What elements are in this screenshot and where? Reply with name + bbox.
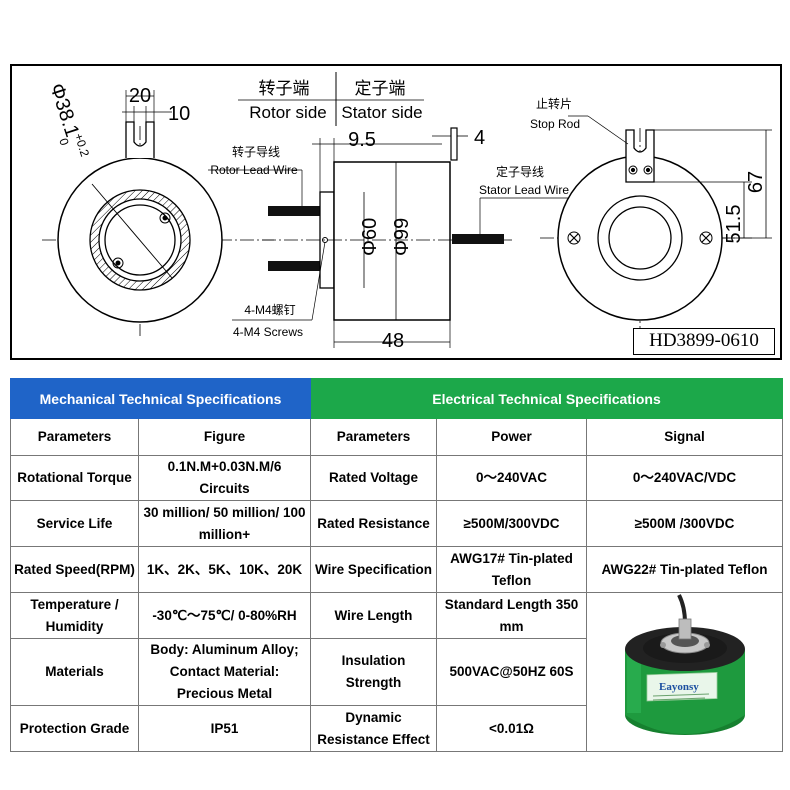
elec-param: Wire Length [310,592,437,639]
slip-ring-photo: Eayonsy [625,594,745,735]
rotor-side-en: Rotor side [249,103,326,122]
col-header-parameters-2: Parameters [310,418,437,456]
signal-value: 0～240VAC/VDC [585,455,784,501]
side-view [208,127,568,348]
dim-phi-60: Φ60 [359,218,381,256]
power-value: Standard Length 350 mm [436,592,587,639]
dim-phi-99: Φ99 [391,218,413,256]
mech-value: Body: Aluminum Alloy; Contact Material: … [138,638,311,706]
product-photo: Eayonsy [585,592,784,752]
power-value: <0.01Ω [436,705,587,752]
table-row: Materials Body: Aluminum Alloy; Contact … [10,638,783,706]
mech-param: Temperature / Humidity [10,592,139,639]
elec-param: Rated Voltage [310,455,437,501]
col-header-figure: Figure [138,418,311,456]
table-row: Temperature / Humidity -30℃～75℃/ 0-80%RH… [10,592,784,752]
col-header-parameters: Parameters [10,418,139,456]
right-view [540,115,772,336]
stop-rod-zh: 止转片 [536,96,572,111]
mech-param: Rated Speed(RPM) [10,546,139,593]
power-value: 0～240VAC [436,455,587,501]
mech-value: 30 million/ 50 million/ 100 million+ [138,500,311,547]
left-view [42,90,274,336]
dim-4: 4 [474,127,485,149]
model-number: HD3899-0610 [633,328,775,355]
dim-20: 20 [129,85,151,107]
power-value: ≥500M/300VDC [436,500,587,547]
drawing-svg: 20 10 Φ38.1 +0.2 0 转子端 Rotor side 定子端 St… [42,72,772,352]
stator-side-en: Stator side [341,103,422,122]
elec-spec-title: Electrical Technical Specifications [309,378,784,419]
dim-67: 67 [745,171,767,193]
stator-side-zh: 定子端 [355,79,406,98]
rotor-lead-zh: 转子导线 [232,144,280,159]
table-title-row: Mechanical Technical Specifications Elec… [10,378,784,419]
mech-spec-title: Mechanical Technical Specifications [10,378,311,419]
signal-value: AWG22# Tin-plated Teflon [585,546,784,593]
dim-9-5: 9.5 [348,129,376,151]
mech-value: -30℃～75℃/ 0-80%RH [138,592,311,639]
dim-10: 10 [168,103,190,125]
mech-param: Materials [10,638,139,706]
table-row: Service Life 30 million/ 50 million/ 100… [10,500,784,547]
technical-drawing: 20 10 Φ38.1 +0.2 0 转子端 Rotor side 定子端 St… [10,64,782,360]
col-header-power: Power [436,418,587,456]
dim-48: 48 [382,330,404,352]
screws-zh: 4-M4螺钉 [244,303,295,317]
dim-tol-zero: 0 [56,136,71,147]
stator-lead-en: Stator Lead Wire [479,183,569,197]
mech-param: Service Life [10,500,139,547]
rotor-side-zh: 转子端 [259,79,310,98]
mech-param: Protection Grade [10,705,139,752]
elec-param: Rated Resistance [310,500,437,547]
mech-value: 0.1N.M+0.03N.M/6 Circuits [138,455,311,501]
dim-dia-38: Φ38.1 [45,81,83,140]
power-value: 500VAC@50HZ 60S [436,638,587,706]
table-row: Rated Speed(RPM) 1K、2K、5K、10K、20K Wire S… [10,546,784,593]
dim-51-5: 51.5 [723,205,745,244]
spec-table: Mechanical Technical Specifications Elec… [10,378,784,752]
photo-brand-label: Eayonsy [659,681,699,693]
dim-tol-plus: +0.2 [71,131,92,158]
rotor-lead-en: Rotor Lead Wire [210,163,298,177]
screws-en: 4-M4 Screws [233,325,303,339]
column-header-row: Parameters Figure Parameters Power Signa… [10,418,784,456]
mech-value: IP51 [138,705,311,752]
elec-param: Insulation Strength [310,638,437,706]
mech-param: Rotational Torque [10,455,139,501]
table-row: Rotational Torque 0.1N.M+0.03N.M/6 Circu… [10,455,784,501]
signal-value: ≥500M /300VDC [585,500,784,547]
stator-lead-zh: 定子导线 [496,164,544,179]
table-row: Protection Grade IP51 Dynamic Resistance… [10,705,783,752]
mech-value: 1K、2K、5K、10K、20K [138,546,311,593]
stop-rod-en: Stop Rod [530,117,580,131]
elec-param: Dynamic Resistance Effect [310,705,437,752]
elec-param: Wire Specification [310,546,437,593]
col-header-signal: Signal [585,418,784,456]
power-value: AWG17# Tin-plated Teflon [436,546,587,593]
